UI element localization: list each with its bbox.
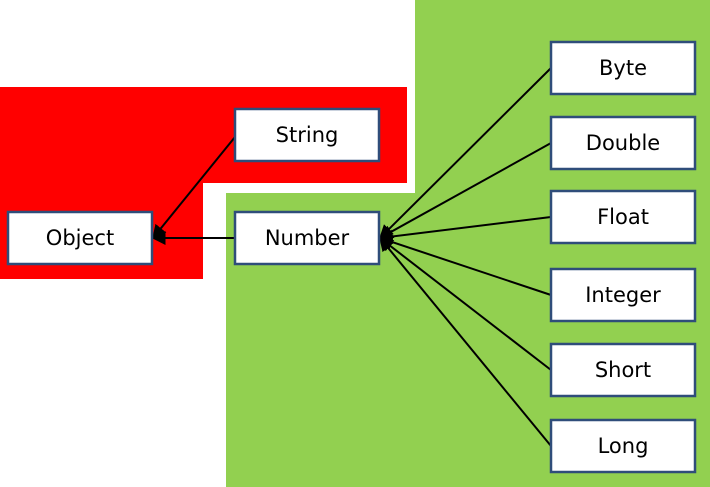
node-float-label: Float — [597, 205, 649, 229]
edge-string-to-object — [152, 136, 236, 240]
node-short[interactable]: Short — [549, 342, 697, 398]
node-number-label: Number — [265, 226, 350, 250]
edge-long-to-number — [379, 236, 552, 447]
node-double[interactable]: Double — [549, 115, 697, 171]
edge-integer-to-number — [378, 235, 552, 296]
edge-short-to-number — [378, 237, 552, 371]
node-byte[interactable]: Byte — [549, 40, 697, 96]
node-double-label: Double — [586, 131, 660, 155]
edge-float-to-number — [378, 216, 552, 244]
node-integer[interactable]: Integer — [549, 267, 697, 323]
edge-byte-to-number — [379, 67, 552, 239]
node-object[interactable]: Object — [6, 210, 154, 266]
edge-double-to-number — [378, 142, 552, 239]
node-string-label: String — [276, 123, 339, 147]
node-long-label: Long — [598, 434, 649, 458]
node-byte-label: Byte — [599, 56, 647, 80]
node-short-label: Short — [595, 358, 651, 382]
node-integer-label: Integer — [585, 283, 661, 307]
node-object-label: Object — [46, 226, 114, 250]
node-string[interactable]: String — [233, 107, 381, 163]
node-long[interactable]: Long — [549, 418, 697, 474]
edges-layer — [151, 67, 552, 447]
node-number[interactable]: Number — [233, 210, 381, 266]
node-float[interactable]: Float — [549, 189, 697, 245]
